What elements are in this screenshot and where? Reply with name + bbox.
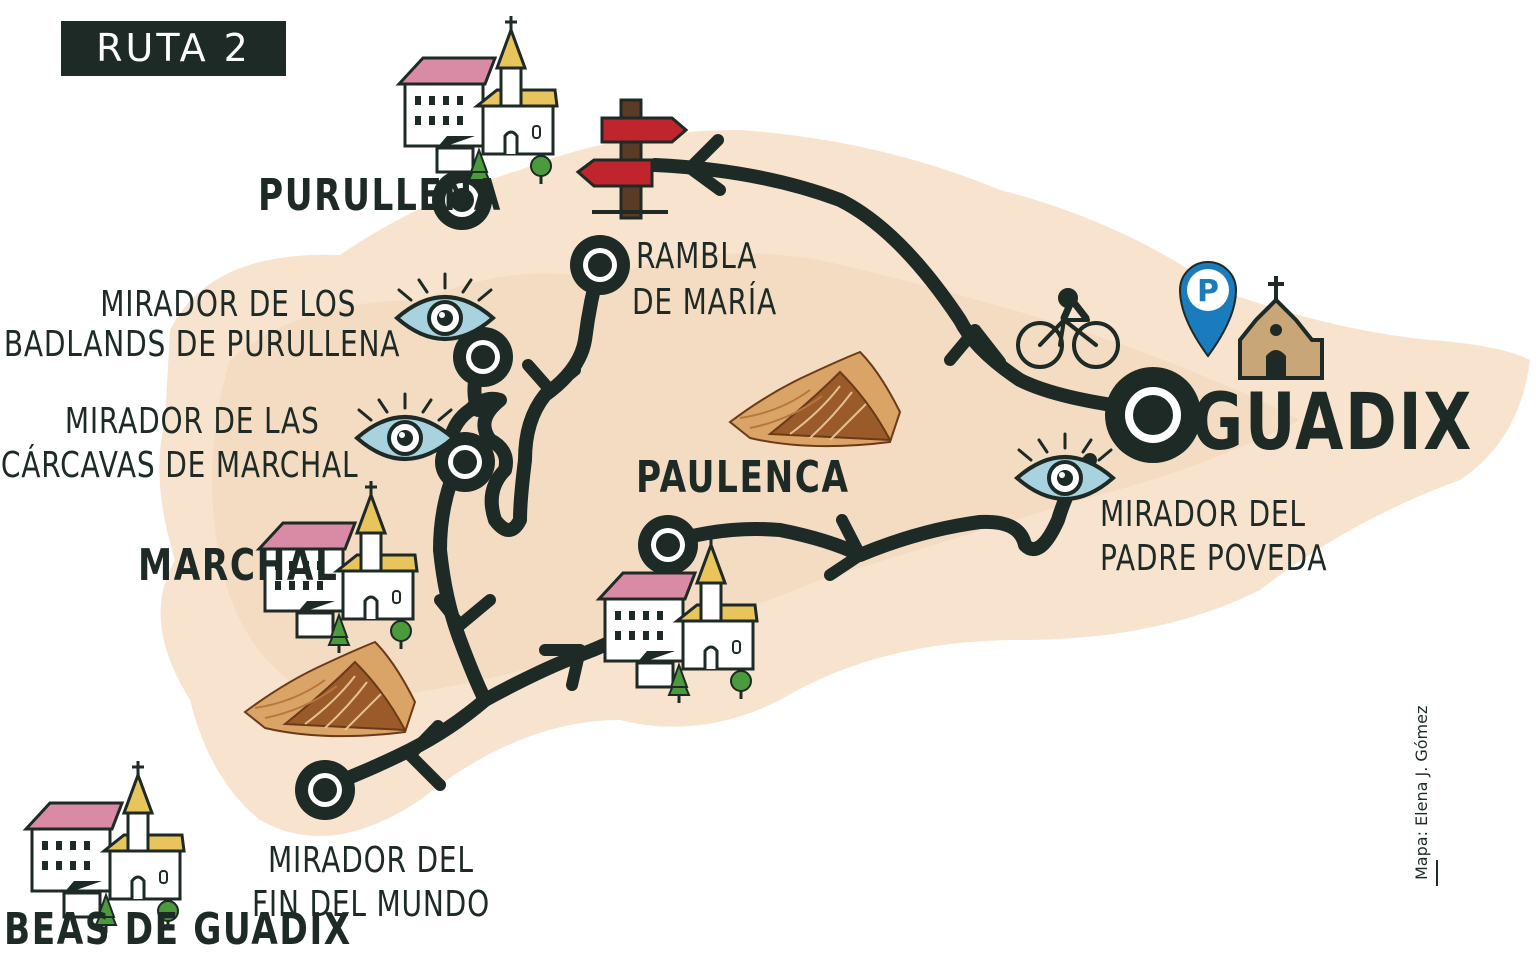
cyclist-icon [1016, 288, 1120, 369]
svg-text:P: P [1197, 274, 1219, 309]
label-carcavas-line1: MIRADOR DE LAS [65, 401, 320, 442]
label-poveda-line2: PADRE POVEDA [1100, 538, 1328, 579]
label-carcavas-line2: CÁRCAVAS DE MARCHAL [0, 445, 358, 486]
label-rambla-line1: RAMBLA [636, 236, 758, 277]
credit-divider [1436, 860, 1438, 886]
stop-guadix[interactable] [1105, 367, 1201, 463]
route-title: RUTA 2 [96, 26, 251, 70]
signpost-icon [575, 98, 689, 220]
label-guadix: GUADIX [1192, 378, 1473, 468]
village-icon [397, 14, 559, 190]
label-finmundo-line1: MIRADOR DEL [268, 840, 474, 881]
label-badlands-line1: MIRADOR DE LOS [99, 284, 356, 325]
label-beas-de-guadix: BEAS DE GUADIX [4, 904, 352, 955]
label-rambla-line2: DE MARÍA [632, 282, 777, 323]
church-icon [1238, 276, 1324, 380]
stop-mirador-fin-del-mundo[interactable] [295, 760, 355, 820]
label-badlands-line2: BADLANDS DE PURULLENA [3, 324, 400, 365]
stop-paulenca[interactable] [638, 515, 698, 575]
parking-pin-icon[interactable]: P [1178, 261, 1238, 358]
direction-arrows [404, 134, 1006, 791]
map-credit: Mapa: Elena J. Gómez [1412, 705, 1431, 880]
stop-rambla-de-maria[interactable] [570, 235, 630, 295]
label-poveda-line1: MIRADOR DEL [1100, 494, 1306, 535]
label-purullena: PURULLENA [258, 170, 502, 221]
label-paulenca: PAULENCA [636, 452, 850, 503]
label-marchal: MARCHAL [138, 540, 339, 591]
route-title-box: RUTA 2 [61, 21, 286, 76]
label-finmundo-line2: FIN DEL MUNDO [252, 884, 490, 925]
